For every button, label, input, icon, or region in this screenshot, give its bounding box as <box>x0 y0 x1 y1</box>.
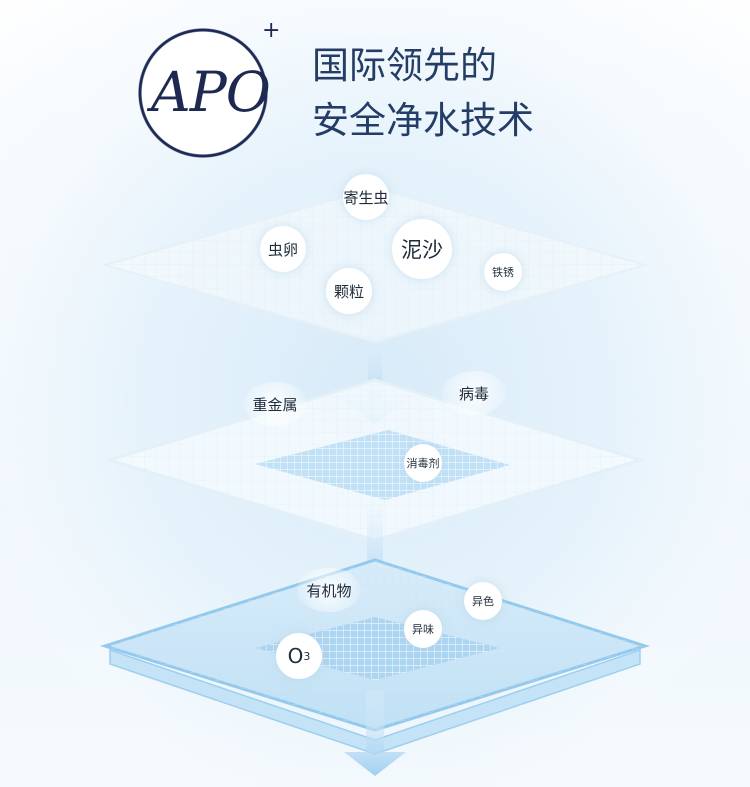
logo-ring <box>134 24 272 162</box>
badge-sand: 泥沙 <box>392 219 452 279</box>
ozone-subscript: 3 <box>303 649 311 663</box>
apo-logo: APO <box>134 24 272 162</box>
badge-color: 异色 <box>464 582 502 620</box>
arrow-3 <box>344 690 406 776</box>
headline-line-2: 安全净水技术 <box>312 99 534 142</box>
label-organic: 有机物 <box>297 568 361 612</box>
arrow-2 <box>342 500 408 607</box>
badge-disinfectant: 消毒剂 <box>404 444 442 482</box>
badge-parasite: 寄生虫 <box>343 174 389 220</box>
label-virus: 病毒 <box>442 371 506 415</box>
badge-odor: 异味 <box>404 610 442 648</box>
logo-plus-icon: + <box>262 18 281 43</box>
badge-particle: 颗粒 <box>326 268 372 314</box>
label-heavy-metal: 重金属 <box>243 382 307 426</box>
ozone-symbol: O <box>287 644 304 668</box>
headline-line-1: 国际领先的 <box>312 44 497 87</box>
logo-text: APO <box>151 60 271 124</box>
badge-rust: 铁锈 <box>484 253 522 291</box>
badge-egg: 虫卵 <box>260 226 306 272</box>
